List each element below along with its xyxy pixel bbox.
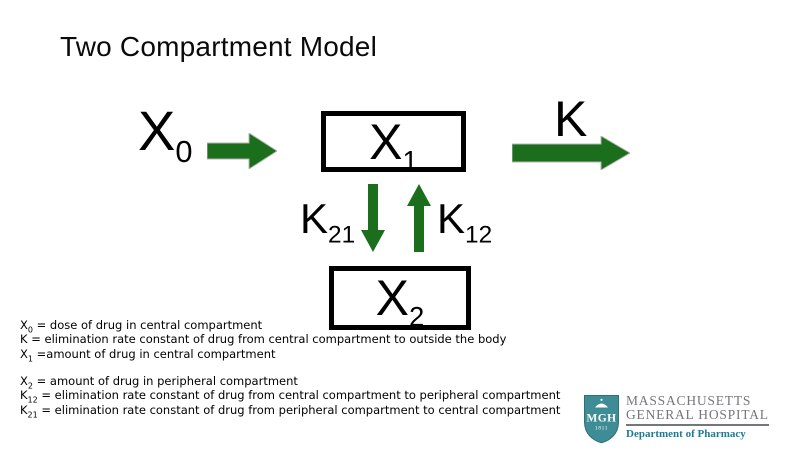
label-k21-sub: 21: [328, 221, 356, 249]
def-text: =amount of drug in central compartment: [32, 346, 276, 361]
def-term: K: [20, 388, 28, 403]
central-compartment-box: X1: [321, 111, 466, 174]
hospital-name-line1: MASSACHUSETTS: [626, 393, 752, 408]
page-title: Two Compartment Model: [60, 31, 377, 62]
down-arrow-shape: [361, 184, 385, 252]
def-text: = dose of drug in central compartment: [32, 318, 263, 332]
definition-line-k21: K21 = elimination rate constant of drug …: [20, 402, 561, 419]
up-arrow-icon: [407, 184, 431, 252]
shield-mgh-text: MGH: [587, 413, 617, 425]
def-term: X: [20, 346, 28, 361]
definition-line-k: K = elimination rate constant of drug fr…: [20, 332, 506, 346]
definition-line-k12: K12 = elimination rate constant of drug …: [20, 388, 561, 405]
def-sub: 0: [27, 325, 33, 335]
department-name: Department of Pharmacy: [626, 428, 746, 440]
label-k12-sub: 12: [465, 221, 493, 249]
label-x0-dose: X0: [138, 103, 193, 168]
dome-icon: [595, 403, 608, 408]
logo-text-block: MASSACHUSETTS GENERAL HOSPITAL Departmen…: [626, 394, 769, 440]
input-arrow-icon: [207, 133, 277, 169]
def-text: = amount of drug in peripheral compartme…: [32, 374, 298, 388]
label-x0-base: X: [138, 99, 176, 162]
mgh-logo: MGH 1811 MASSACHUSETTS GENERAL HOSPITAL …: [583, 394, 769, 444]
hospital-name: MASSACHUSETTS GENERAL HOSPITAL: [626, 394, 769, 426]
down-arrow-icon: [361, 184, 385, 252]
def-term: K: [20, 402, 28, 417]
up-arrow-shape: [407, 184, 431, 252]
definitions-group-central: X0 = dose of drug in central compartment…: [20, 318, 506, 363]
definitions-group-peripheral: X2 = amount of drug in peripheral compar…: [20, 374, 561, 419]
definition-line-x0: X0 = dose of drug in central compartment: [20, 318, 506, 335]
label-k21-base: K: [300, 195, 329, 242]
def-text: = elimination rate constant of drug from…: [37, 388, 561, 403]
label-x1: X1: [369, 113, 418, 174]
label-x2: X2: [375, 270, 425, 330]
def-sub: 1: [27, 353, 33, 363]
mgh-shield-icon: MGH 1811: [584, 395, 619, 444]
def-text: = elimination rate constant of drug from…: [37, 402, 561, 417]
hospital-name-line2: GENERAL HOSPITAL: [626, 407, 769, 422]
definition-line-x2: X2 = amount of drug in peripheral compar…: [20, 374, 560, 391]
definition-line-x1: X1 =amount of drug in central compartmen…: [20, 346, 506, 363]
elimination-arrow-icon: [512, 136, 630, 170]
peripheral-compartment-box: X2: [329, 266, 471, 330]
elimination-arrow-shape: [512, 136, 630, 170]
def-sub: 12: [27, 395, 38, 405]
label-k-elimination: K: [554, 91, 588, 147]
shield-shape: [584, 395, 619, 444]
def-term: X: [20, 318, 28, 332]
label-x1-base: X: [369, 113, 403, 170]
label-k21: K21: [300, 195, 355, 248]
label-x0-sub: 0: [175, 134, 193, 170]
def-sub: 21: [27, 409, 38, 419]
def-term: K: [20, 332, 28, 347]
input-arrow-shape: [207, 133, 277, 169]
shield-year-text: 1811: [595, 426, 608, 432]
label-x2-sub: 2: [409, 301, 425, 332]
label-x1-sub: 1: [402, 144, 418, 176]
label-k12: K12: [437, 195, 492, 248]
dome-finial: [600, 398, 603, 401]
def-text: = elimination rate constant of drug from…: [27, 332, 507, 347]
label-x2-base: X: [375, 270, 410, 326]
label-k12-base: K: [437, 195, 466, 242]
def-term: X: [20, 374, 28, 388]
def-sub: 2: [27, 381, 33, 391]
